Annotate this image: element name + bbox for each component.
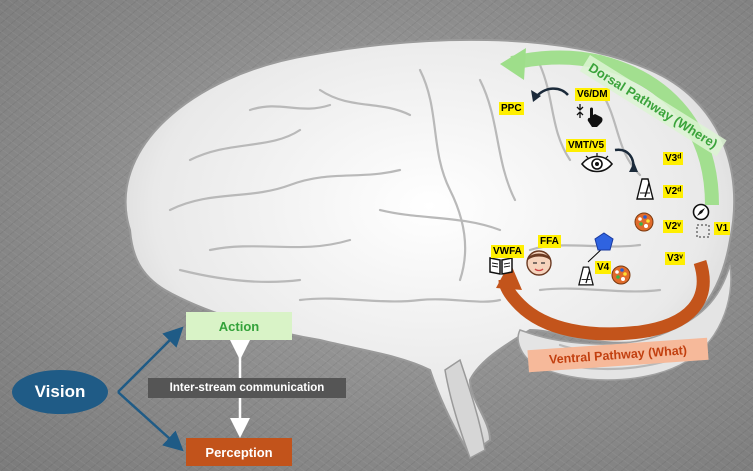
action-node: Action [186, 312, 292, 340]
area-label-v2v: V2ᵛ [663, 220, 683, 233]
area-label-v2d: V2ᵈ [663, 185, 684, 198]
hand-icon [585, 106, 607, 133]
area-label-v3d: V3ᵈ [663, 152, 684, 165]
vision-to-perception-arrow [117, 391, 184, 452]
brainstem-shape [444, 358, 486, 460]
area-label-v6dm: V6/DM [575, 88, 610, 101]
area-label-ffa: FFA [538, 235, 561, 248]
arrows-converge-icon [574, 104, 586, 123]
vision-to-action-arrow [117, 326, 184, 393]
palette-icon [611, 265, 631, 290]
area-label-vmtv5: VMT/V5 [566, 139, 607, 152]
area-label-ppc: PPC [499, 102, 524, 115]
dashed-square-icon [696, 224, 710, 243]
brain-folds [168, 63, 672, 371]
blue-shape-icon [594, 232, 614, 257]
area-label-v1: V1 [714, 222, 731, 235]
eye-icon [580, 152, 614, 181]
inter-stream-communication-label: Inter-stream communication [148, 378, 346, 398]
compass-icon [692, 203, 710, 226]
ventral-pathway-arrow [498, 260, 710, 341]
area-label-vwfa: VWFA [491, 245, 524, 258]
metronome-icon [578, 265, 594, 292]
vision-node: Vision [12, 370, 108, 414]
metronome-icon [636, 178, 654, 205]
area-label-v4: V4 [595, 261, 612, 274]
dorsal-pathway-arrow [510, 50, 719, 206]
palette-icon [634, 212, 654, 237]
area-label-v3v: V3ᵛ [665, 252, 685, 265]
perception-node: Perception [186, 438, 292, 466]
ventral-arrowhead [496, 262, 522, 290]
book-icon [488, 256, 514, 281]
dorsal-arrowhead [500, 48, 526, 80]
face-icon [524, 247, 554, 282]
